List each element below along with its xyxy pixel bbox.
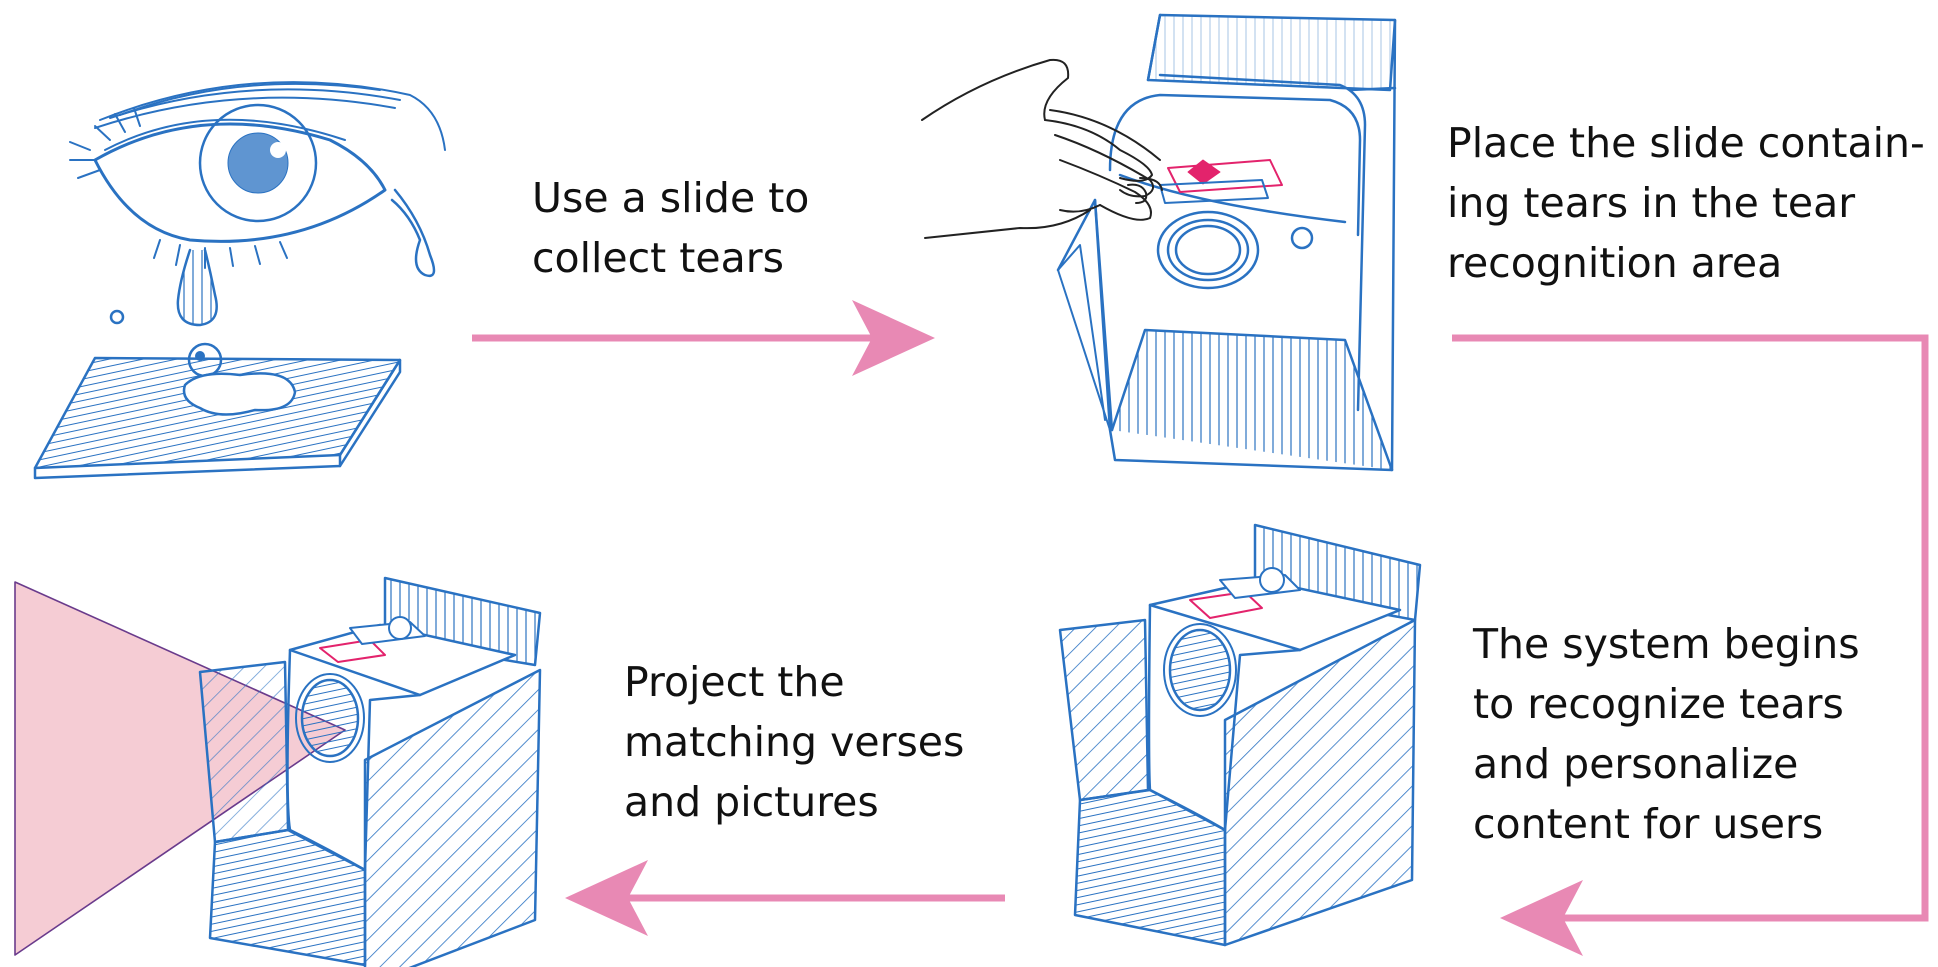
- recognition-device-sketch: [1058, 523, 1422, 947]
- base: [1073, 788, 1227, 947]
- projection-beam: [14, 581, 346, 956]
- caption-line: matching verses: [624, 718, 965, 766]
- caption-line: and personalize: [1473, 740, 1799, 788]
- slide-slot: [1159, 159, 1283, 204]
- caption-line: ing tears in the tear: [1447, 179, 1856, 227]
- lens: [1156, 210, 1314, 290]
- hand: [921, 58, 1163, 239]
- arrow-step3-to-step4: [565, 860, 1005, 936]
- hand-inserting-slide-sketch: [921, 13, 1397, 472]
- tear-puddle: [182, 372, 297, 416]
- caption-line: to recognize tears: [1473, 680, 1844, 728]
- crying-eye-sketch: [33, 81, 446, 480]
- caption-step1: Use a slide to collect tears: [532, 168, 809, 288]
- projector-device-sketch: [14, 576, 542, 967]
- device-body: [1056, 13, 1397, 472]
- right-side-panel: [1223, 618, 1417, 947]
- caption-line: Project the: [624, 658, 845, 706]
- right-side-panel: [363, 668, 542, 967]
- caption-step2: Place the slide contain- ing tears in th…: [1447, 113, 1925, 293]
- caption-line: recognition area: [1447, 239, 1783, 287]
- eyelashes: [69, 107, 288, 269]
- eyebrow: [94, 81, 446, 151]
- lens: [1168, 628, 1232, 712]
- iris: [198, 103, 318, 223]
- lens: [300, 678, 360, 758]
- caption-line: Use a slide to: [532, 174, 810, 222]
- tear-sample-marker: [1187, 159, 1221, 185]
- base: [208, 828, 367, 967]
- left-side-panel: [198, 660, 290, 844]
- left-side-panel: [1058, 618, 1150, 802]
- device-top: [288, 623, 517, 697]
- caption-step3: The system begins to recognize tears and…: [1473, 614, 1860, 854]
- caption-step4: Project the matching verses and pictures: [624, 652, 964, 832]
- caption-line: The system begins: [1473, 620, 1860, 668]
- caption-line: content for users: [1473, 800, 1824, 848]
- caption-line: and pictures: [624, 778, 879, 826]
- caption-line: Place the slide contain-: [1447, 119, 1925, 167]
- eye-highlight: [270, 142, 286, 158]
- arrow-step1-to-step2: [472, 300, 935, 376]
- pupil: [227, 132, 289, 194]
- arrow-step2-to-step3: [1452, 334, 1929, 956]
- caption-line: collect tears: [532, 234, 784, 282]
- eye-outline: [93, 122, 387, 243]
